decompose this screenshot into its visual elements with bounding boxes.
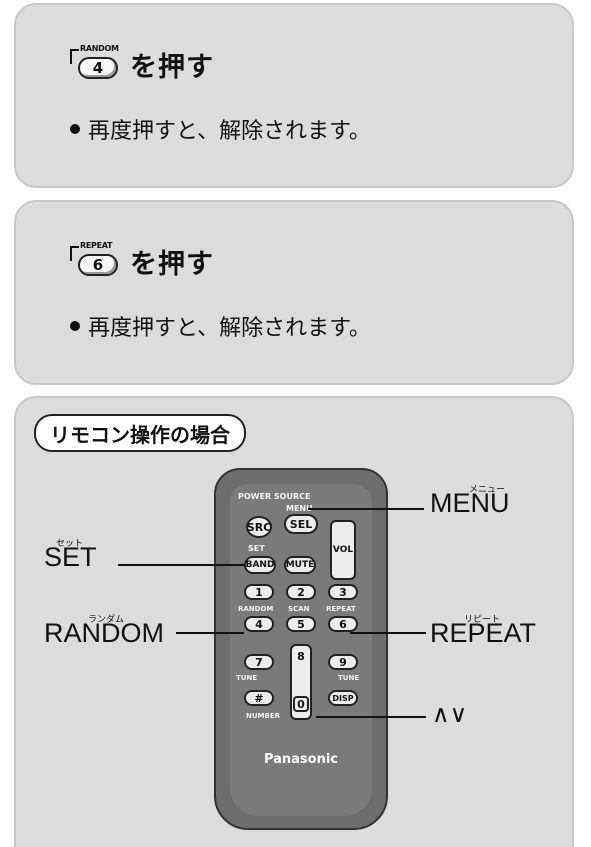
menu-label: MENU bbox=[286, 504, 313, 513]
random-key-icon: RANDOM 4 bbox=[66, 43, 122, 85]
random-bullet: 再度押すと、解除されます。 bbox=[70, 113, 371, 145]
bullet-icon bbox=[70, 124, 80, 134]
panasonic-logo: Panasonic bbox=[263, 752, 339, 767]
bullet-icon bbox=[70, 321, 80, 331]
random-bullet-text: 再度押すと、解除されます。 bbox=[88, 119, 371, 144]
tune-left-label: TUNE bbox=[236, 674, 258, 682]
random-heading: RANDOM 4 を押す bbox=[66, 43, 214, 85]
remote-random-label: RANDOM bbox=[238, 605, 274, 613]
repeat-bullet-text: 再度押すと、解除されます。 bbox=[88, 316, 371, 341]
repeat-heading-text: を押す bbox=[130, 248, 214, 280]
key-3: 3 bbox=[328, 584, 358, 600]
sel-key: SEL bbox=[284, 514, 318, 534]
number-label: NUMBER bbox=[246, 712, 281, 720]
remote-face: POWER SOURCE SRC MENU SEL VOL SET BAND M… bbox=[230, 484, 372, 816]
random-callout: RANDOM bbox=[44, 618, 164, 648]
random-leader-line bbox=[176, 632, 244, 634]
vol-key: VOL bbox=[330, 520, 356, 580]
remote-scan-label: SCAN bbox=[288, 605, 310, 613]
key-9: 9 bbox=[328, 654, 358, 670]
remote-repeat-label: REPEAT bbox=[326, 605, 356, 613]
remote-section-tag: リモコン操作の場合 bbox=[34, 414, 246, 452]
key-7: 7 bbox=[244, 654, 274, 670]
random-key-number: 4 bbox=[78, 57, 118, 79]
key-hash: # bbox=[244, 690, 274, 706]
menu-callout: MENU bbox=[430, 488, 510, 518]
repeat-heading: REPEAT 6 を押す bbox=[66, 240, 214, 282]
remote-control-panel: リモコン操作の場合 POWER SOURCE SRC MENU SEL VOL … bbox=[14, 396, 574, 847]
power-source-label: POWER SOURCE bbox=[238, 492, 311, 501]
set-ruby: セット bbox=[56, 539, 84, 549]
menu-ruby: メニュー bbox=[469, 485, 506, 495]
repeat-key-number: 6 bbox=[78, 254, 118, 276]
key-6: 6 bbox=[328, 616, 358, 632]
disp-key: DISP bbox=[328, 690, 358, 706]
src-key: SRC bbox=[246, 516, 272, 538]
random-key-label: RANDOM bbox=[80, 44, 119, 53]
menu-leader-line bbox=[308, 508, 424, 510]
key-0: 0 bbox=[293, 696, 309, 712]
key-4: 4 bbox=[244, 616, 274, 632]
repeat-callout: REPEAT bbox=[430, 618, 537, 648]
repeat-bullet: 再度押すと、解除されます。 bbox=[70, 310, 371, 342]
set-leader-line bbox=[118, 564, 244, 566]
repeat-ruby: リピート bbox=[464, 615, 501, 625]
repeat-instruction-panel: REPEAT 6 を押す 再度押すと、解除されます。 bbox=[14, 200, 574, 385]
random-instruction-panel: RANDOM 4 を押す 再度押すと、解除されます。 bbox=[14, 3, 574, 188]
key-5: 5 bbox=[286, 616, 316, 632]
repeat-key-label: REPEAT bbox=[80, 241, 113, 250]
repeat-leader-line bbox=[350, 632, 426, 634]
band-key: BAND bbox=[244, 556, 276, 574]
tune-right-label: TUNE bbox=[338, 674, 360, 682]
random-heading-text: を押す bbox=[130, 51, 214, 83]
arrows-callout: ∧∨ bbox=[432, 701, 468, 728]
set-callout: SET bbox=[44, 542, 97, 572]
arrows-leader-line bbox=[316, 716, 426, 718]
key-2: 2 bbox=[286, 584, 316, 600]
key-1: 1 bbox=[244, 584, 274, 600]
repeat-key-icon: REPEAT 6 bbox=[66, 240, 122, 282]
set-label: SET bbox=[248, 544, 265, 553]
mute-key: MUTE bbox=[284, 556, 316, 574]
random-ruby: ランダム bbox=[88, 615, 125, 625]
remote-control-illustration: POWER SOURCE SRC MENU SEL VOL SET BAND M… bbox=[214, 468, 388, 830]
